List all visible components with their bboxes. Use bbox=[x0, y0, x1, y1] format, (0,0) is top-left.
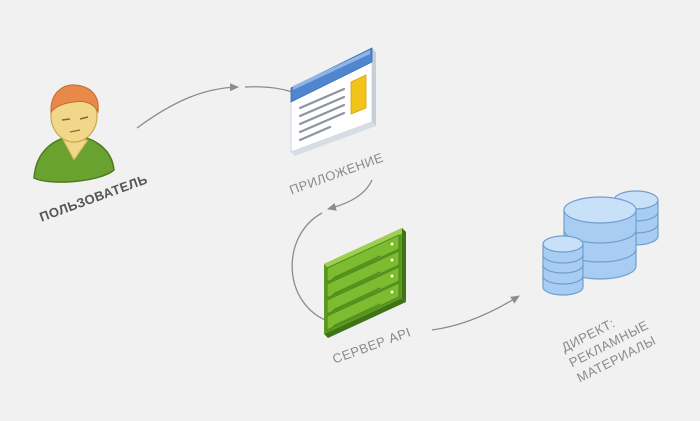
arrow-user-to-app bbox=[136, 83, 239, 129]
app-window-icon bbox=[290, 47, 376, 156]
user-icon bbox=[33, 84, 115, 183]
arrow-app-to-server-a bbox=[327, 179, 373, 211]
arrow-app-to-server-b bbox=[291, 212, 331, 323]
database-icon bbox=[542, 190, 659, 296]
arrow-app-link bbox=[244, 86, 293, 93]
server-rack-icon bbox=[324, 228, 406, 338]
arrow-server-to-direct bbox=[431, 295, 520, 331]
